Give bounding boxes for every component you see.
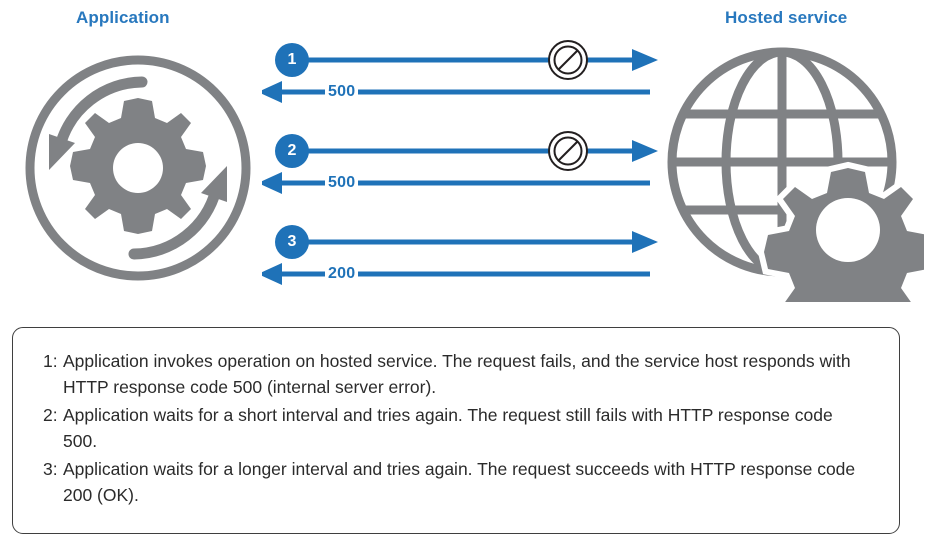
caption-list: 1: Application invokes operation on host… xyxy=(43,348,883,510)
prohibited-icon-2 xyxy=(547,130,589,172)
sequence-row-2: 2 500 xyxy=(262,127,662,197)
sequence-row-3: 3 200 xyxy=(262,218,662,288)
response-code-2: 500 xyxy=(325,174,359,192)
globe-gear-icon xyxy=(666,40,930,343)
step-badge-2: 2 xyxy=(275,134,309,168)
caption-item: 1: Application invokes operation on host… xyxy=(43,348,883,400)
caption-text: Application invokes operation on hosted … xyxy=(63,351,851,397)
response-code-3: 200 xyxy=(325,265,359,283)
caption-box: 1: Application invokes operation on host… xyxy=(12,327,900,534)
response-arrow-1 xyxy=(262,81,650,103)
prohibited-icon-1 xyxy=(547,39,589,81)
step-badge-3: 3 xyxy=(275,225,309,259)
caption-item: 3: Application waits for a longer interv… xyxy=(43,456,883,508)
caption-item: 2: Application waits for a short interva… xyxy=(43,402,883,454)
caption-text: Application waits for a longer interval … xyxy=(63,459,856,505)
caption-marker: 1: xyxy=(43,351,58,371)
caption-marker: 3: xyxy=(43,459,58,479)
globe-gear-icon-svg xyxy=(667,47,930,343)
request-arrow-3 xyxy=(292,231,658,253)
caption-marker: 2: xyxy=(43,405,58,425)
gear-refresh-icon xyxy=(22,42,254,294)
step-badge-1: 1 xyxy=(275,43,309,77)
response-arrow-3 xyxy=(262,263,650,285)
hosted-service-heading: Hosted service xyxy=(725,8,848,27)
response-code-1: 500 xyxy=(325,83,359,101)
caption-text: Application waits for a short interval a… xyxy=(63,405,833,451)
gear-refresh-icon-svg xyxy=(25,55,251,281)
application-heading: Application xyxy=(76,8,170,27)
sequence-row-1: 1 500 xyxy=(262,36,662,106)
response-arrow-2 xyxy=(262,172,650,194)
